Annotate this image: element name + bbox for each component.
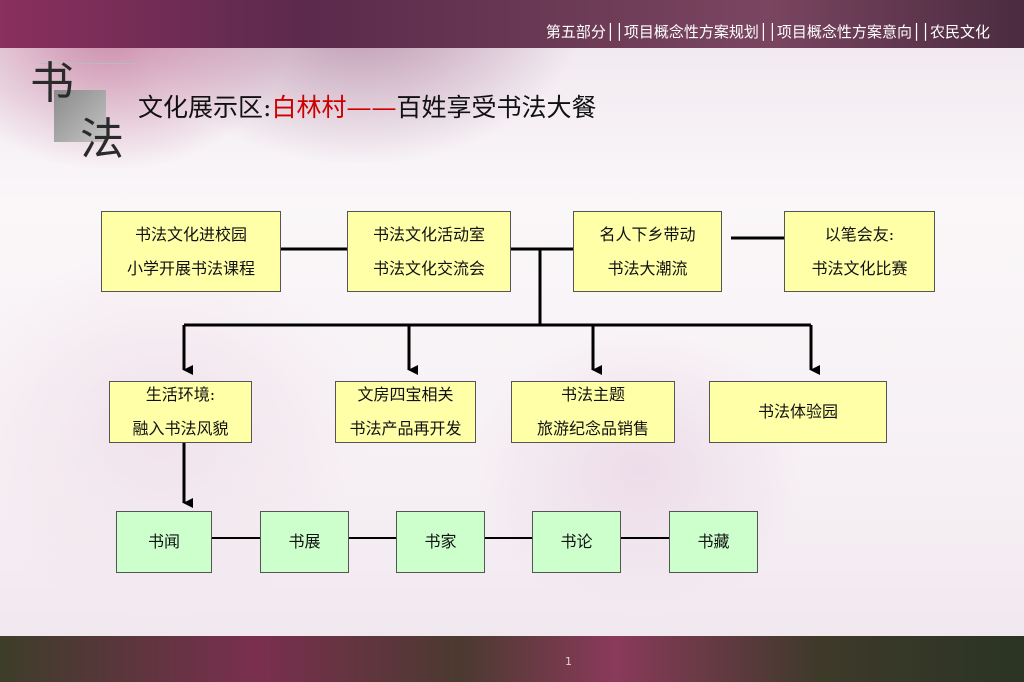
page-title: 文化展示区:白林村——百姓享受书法大餐 <box>138 88 596 124</box>
node-line2: 融入书法风貌 <box>132 419 229 438</box>
title-part3: 百姓享受书法大餐 <box>396 93 597 122</box>
node-living-environment: 生活环境: 融入书法风貌 <box>109 381 252 443</box>
node-line1: 以笔会友: <box>824 224 895 244</box>
node-shu-wen: 书闻 <box>116 511 212 573</box>
node-shu-zhan: 书展 <box>260 511 349 573</box>
node-label: 书闻 <box>147 532 180 551</box>
node-shu-lun: 书论 <box>532 511 621 573</box>
node-shu-jia: 书家 <box>396 511 485 573</box>
node-four-treasures: 文房四宝相关 书法产品再开发 <box>335 381 476 443</box>
node-line2: 书法文化比赛 <box>811 258 908 278</box>
footer-bar <box>0 636 1024 682</box>
node-line1: 生活环境: <box>145 385 216 404</box>
node-line1: 书法文化进校园 <box>134 224 247 244</box>
node-shu-cang: 书藏 <box>669 511 758 573</box>
node-line1: 书法主题 <box>560 385 625 404</box>
node-campus-calligraphy: 书法文化进校园 小学开展书法课程 <box>101 211 281 292</box>
node-activity-room: 书法文化活动室 书法文化交流会 <box>347 211 511 292</box>
node-label: 书家 <box>424 532 457 551</box>
node-celebrity-visit: 名人下乡带动 书法大潮流 <box>573 211 722 292</box>
title-part1: 文化展示区: <box>138 93 272 122</box>
node-line2: 旅游纪念品销售 <box>536 419 649 438</box>
breadcrumb: 第五部分││项目概念性方案规划││项目概念性方案意向││农民文化 <box>545 23 990 41</box>
title-part2: 白林村—— <box>271 93 397 122</box>
node-line1: 文房四宝相关 <box>357 385 454 404</box>
node-label: 书论 <box>560 532 593 551</box>
logo-char-fa: 法 <box>80 114 124 165</box>
node-souvenir-sales: 书法主题 旅游纪念品销售 <box>511 381 675 443</box>
node-line2: 书法产品再开发 <box>349 419 462 438</box>
node-line2: 小学开展书法课程 <box>126 258 255 278</box>
logo-gray-square <box>54 90 106 142</box>
node-line2: 书法文化交流会 <box>372 258 485 278</box>
node-line2: 书法大潮流 <box>607 258 688 278</box>
logo-char-shu: 书 <box>30 58 74 109</box>
node-label: 书藏 <box>697 532 730 551</box>
node-line1: 名人下乡带动 <box>599 224 696 244</box>
node-calligraphy-contest: 以笔会友: 书法文化比赛 <box>784 211 935 292</box>
calligraphy-logo: 书 法 <box>30 62 134 166</box>
header-bar: 第五部分││项目概念性方案规划││项目概念性方案意向││农民文化 <box>0 0 1024 48</box>
divider <box>40 63 136 64</box>
node-line1: 书法体验园 <box>757 402 838 421</box>
node-experience-park: 书法体验园 <box>709 381 887 443</box>
page-number: 1 <box>565 655 572 668</box>
node-line1: 书法文化活动室 <box>372 224 485 244</box>
node-label: 书展 <box>288 532 321 551</box>
